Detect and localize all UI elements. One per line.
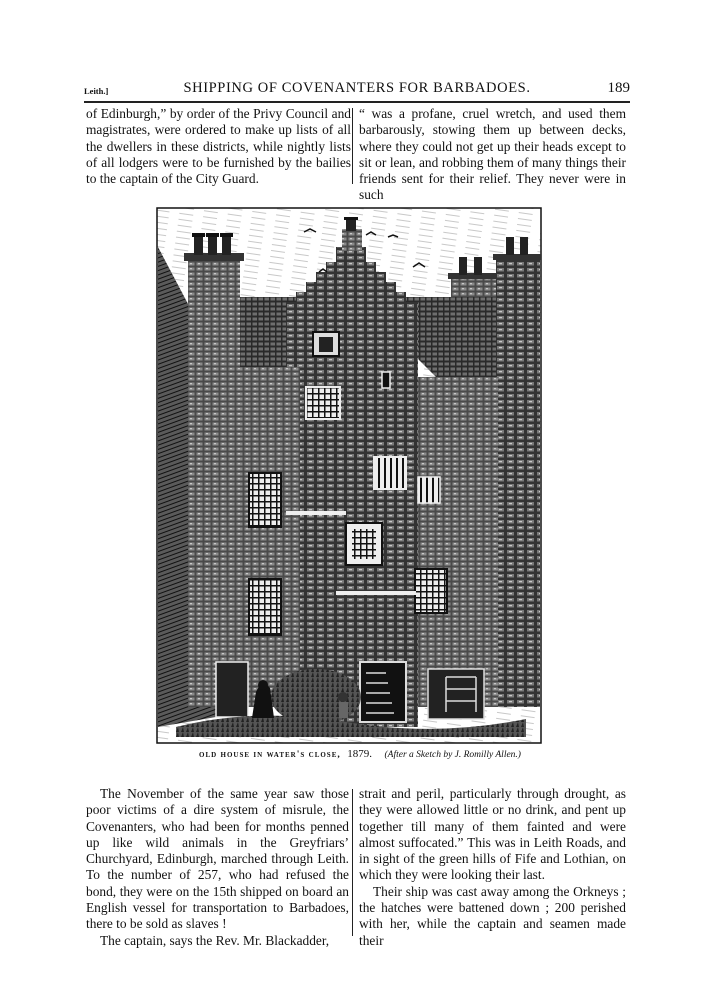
page-title: SHIPPING OF COVENANTERS FOR BARBADOES. <box>183 80 531 96</box>
column-divider <box>352 108 354 184</box>
caption-credit: (After a Sketch by J. Romilly Allen.) <box>384 750 521 760</box>
section-label: Leith.] <box>84 86 109 96</box>
illustration-old-house <box>156 207 542 744</box>
paragraph: The captain, says the Rev. Mr. Blackadde… <box>100 932 330 948</box>
paragraph: Their ship was cast away among the Orkne… <box>359 883 626 948</box>
column-top-left: of Edinburgh,” by order of the Privy Cou… <box>86 106 351 187</box>
header-rule <box>84 101 630 103</box>
paragraph: of Edinburgh,” by order of the Privy Cou… <box>86 106 351 187</box>
paragraph: The November of the same year saw those … <box>86 786 349 932</box>
figure-caption: old house in water's close, 1879. (After… <box>150 748 570 760</box>
running-header: Leith.] SHIPPING OF COVENANTERS FOR BARB… <box>84 80 630 100</box>
paragraph: “ was a profane, cruel wretch, and used … <box>359 106 626 203</box>
engraving-image <box>156 207 542 744</box>
column-bottom-right: strait and peril, particularly through d… <box>359 786 626 949</box>
paragraph: strait and peril, particularly through d… <box>359 786 626 883</box>
column-divider <box>352 789 354 936</box>
column-top-right: “ was a profane, cruel wretch, and used … <box>359 106 626 204</box>
column-bottom-left: The November of the same year saw those … <box>86 786 349 949</box>
caption-year: 1879. <box>347 748 372 760</box>
caption-label: old house in water's close, <box>199 750 341 760</box>
page-number: 189 <box>607 80 631 96</box>
